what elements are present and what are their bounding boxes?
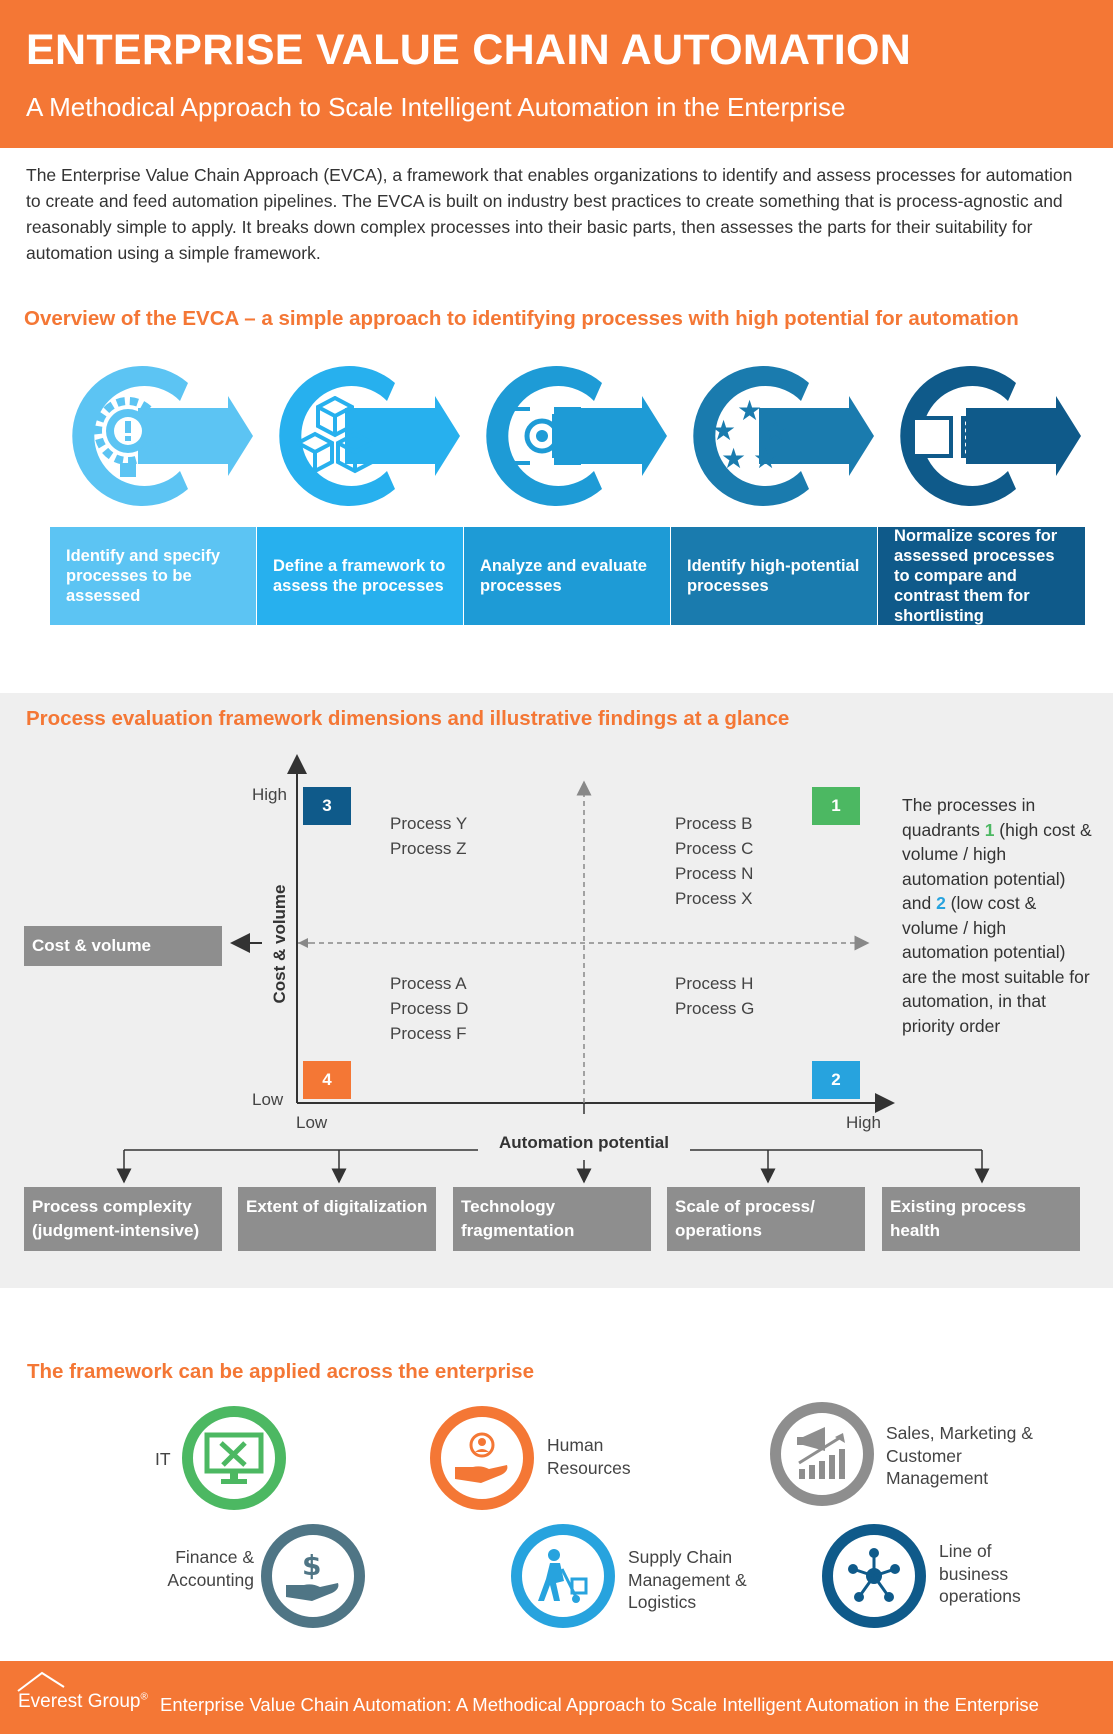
step-4-graphic: ★ ★ ★ ★ ★ [669, 356, 874, 516]
step-3-box: Analyze and evaluate processes [464, 527, 670, 625]
step-2-graphic [255, 356, 460, 516]
hand-dollar-icon: $ [286, 1549, 339, 1601]
svg-text:★: ★ [763, 414, 788, 447]
intro-paragraph: The Enterprise Value Chain Approach (EVC… [26, 165, 1073, 263]
svg-text:★: ★ [737, 396, 762, 427]
step-1-graphic [48, 356, 253, 516]
cost-volume-box: Cost & volume [24, 926, 222, 966]
step-4-box: Identify high-potential processes [671, 527, 877, 625]
process-item: Process F [390, 1024, 467, 1043]
y-high-label: High [252, 785, 287, 804]
overview-title: Overview of the EVCA – a simple approach… [24, 307, 1019, 330]
page-title: ENTERPRISE VALUE CHAIN AUTOMATION [26, 26, 912, 74]
svg-text:★: ★ [711, 414, 736, 447]
dimension-box: Extent of digitalization [238, 1187, 436, 1251]
x-low-label: Low [296, 1113, 328, 1132]
megaphone-chart-icon [797, 1427, 845, 1479]
dimension-box: Scale of process/ operations [667, 1187, 865, 1251]
process-item: Process Y [390, 814, 468, 833]
quadrant-axes [116, 754, 990, 1184]
process-item: Process Z [390, 839, 467, 858]
cubes-icon [296, 396, 374, 474]
step-3-graphic [462, 356, 667, 516]
area-supply-chain [511, 1524, 615, 1628]
area-label-supply-chain: Supply Chain Management & Logistics [628, 1547, 747, 1612]
evaluation-title: Process evaluation framework dimensions … [26, 707, 790, 730]
area-label-finance: Finance & Accounting [167, 1547, 254, 1590]
quadrant-note: The processes in quadrants 1 (high cost … [902, 795, 1092, 1036]
process-item: Process G [675, 999, 755, 1018]
y-axis-title: Cost & volume [270, 884, 289, 1004]
step-4-label: Identify high-potential processes [687, 557, 860, 595]
compare-squares-icon [911, 416, 1003, 458]
dimension-box: Process complexity (judgment-intensive) [24, 1187, 222, 1251]
monitor-tools-icon [204, 1432, 264, 1484]
process-item: Process C [675, 839, 754, 858]
quadrant-4-badge: 4 [303, 1061, 351, 1099]
x-high-label: High [846, 1113, 881, 1132]
process-item: Process X [675, 889, 753, 908]
area-label-sales: Sales, Marketing & Customer Management [886, 1423, 1033, 1488]
step-2-box: Define a framework to assess the process… [257, 527, 463, 625]
header-banner: ENTERPRISE VALUE CHAIN AUTOMATION A Meth… [0, 0, 1113, 148]
network-icon [848, 1548, 900, 1602]
footer-text: Enterprise Value Chain Automation: A Met… [160, 1694, 1039, 1715]
step-3-label: Analyze and evaluate processes [480, 557, 647, 595]
step-5-graphic [876, 356, 1081, 516]
quadrant-3-processes: Process Y Process Z [390, 811, 467, 861]
area-line-of-business [822, 1524, 926, 1628]
y-low-label: Low [252, 1090, 284, 1109]
footer-banner: Everest Group® Enterprise Value Chain Au… [0, 1661, 1113, 1734]
step-1-box: Identify and specify processes to be ass… [50, 527, 256, 625]
worker-cart-icon [538, 1549, 588, 1603]
svg-text:★: ★ [721, 442, 746, 475]
step-5-box: Normalize scores for assessed processes … [878, 527, 1085, 625]
x-axis-title: Automation potential [484, 1133, 684, 1153]
process-flow-icons: ★ ★ ★ ★ ★ [48, 356, 1088, 516]
area-it [182, 1406, 286, 1510]
process-steps: Identify and specify processes to be ass… [50, 527, 1085, 625]
quadrant-2-processes: Process H Process G [675, 971, 754, 1021]
page-subtitle: A Methodical Approach to Scale Intellige… [26, 92, 846, 122]
svg-text:★: ★ [753, 442, 778, 475]
note-quadrant-1: 1 [984, 819, 995, 840]
quadrant-4-processes: Process A Process D Process F [390, 971, 468, 1046]
enterprise-title: The framework can be applied across the … [27, 1360, 534, 1383]
svg-text:$: $ [302, 1549, 321, 1582]
process-item: Process H [675, 974, 754, 993]
area-label-hr: Human Resources [547, 1435, 631, 1478]
step-1-label: Identify and specify processes to be ass… [66, 547, 221, 605]
quadrant-1-processes: Process B Process C Process N Process X [675, 811, 753, 911]
dimension-box: Existing process health [882, 1187, 1080, 1251]
process-item: Process N [675, 864, 754, 883]
everest-mountain-icon [17, 1671, 65, 1692]
area-sales [770, 1402, 874, 1506]
target-icon [503, 406, 581, 466]
area-label-line-of-business: Line of business operations [939, 1541, 1021, 1606]
dimension-box: Technology fragmentation [453, 1187, 651, 1251]
quadrant-2-badge: 2 [812, 1061, 860, 1099]
quadrant-3-badge: 3 [303, 787, 351, 825]
step-2-label: Define a framework to assess the process… [273, 557, 446, 595]
step-5-label: Normalize scores for assessed processes … [894, 527, 1058, 625]
everest-group-logo: Everest Group® [18, 1691, 148, 1712]
hand-person-icon [455, 1432, 508, 1483]
process-item: Process B [675, 814, 753, 833]
note-quadrant-2: 2 [936, 893, 946, 913]
area-hr [430, 1406, 534, 1510]
quadrant-1-badge: 1 [812, 787, 860, 825]
stars-icon: ★ ★ ★ ★ ★ [711, 396, 788, 475]
area-label-it: IT [155, 1449, 171, 1469]
process-item: Process A [390, 974, 467, 993]
process-item: Process D [390, 999, 469, 1018]
area-finance: $ [261, 1524, 365, 1628]
gear-alert-icon [94, 397, 162, 477]
